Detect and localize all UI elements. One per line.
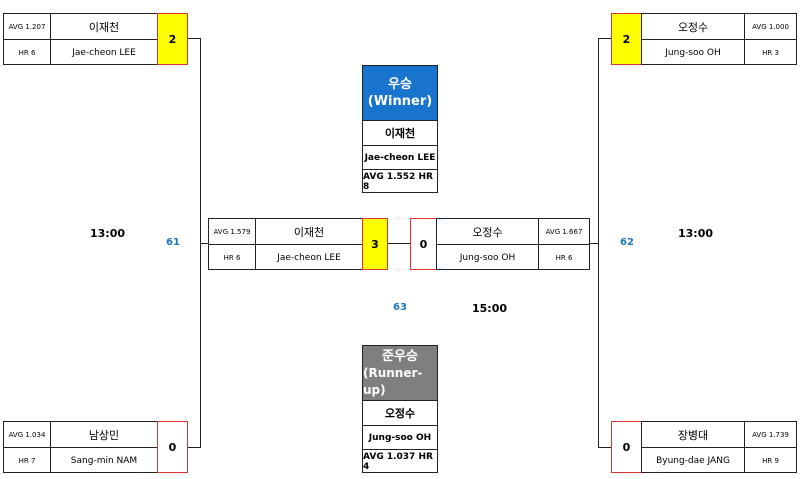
score-box-oh-final: 0	[410, 218, 437, 270]
winner-stats: AVG 1.552 HR 8	[363, 169, 437, 193]
player-name-kr: 이재천	[51, 14, 157, 40]
player-box-oh-final: 오정수 Jung-soo OH AVG 1.667 HR 6	[436, 218, 590, 270]
player-box-oh-semifinal: 오정수 Jung-soo OH AVG 1.000 HR 3	[641, 13, 797, 65]
player-name-en: Jung-soo OH	[437, 245, 539, 270]
player-name-kr: 오정수	[642, 14, 745, 40]
player-name-kr: 오정수	[437, 219, 539, 245]
winner-name-kr: 이재천	[363, 120, 437, 145]
player-name-en: Sang-min NAM	[70, 455, 138, 466]
player-name-en: Jae-cheon LEE	[72, 47, 136, 58]
player-box-jang-semifinal: 장병대 Byung-dae JANG AVG 1.739 HR 9	[641, 421, 797, 473]
avg-value: AVG 1.579	[209, 219, 256, 245]
match-time-right: 13:00	[678, 227, 714, 240]
avg-value: AVG 1.207	[4, 14, 51, 40]
runner-up-header: 준우승 (Runner-up)	[363, 346, 437, 400]
winner-name-en: Jae-cheon LEE	[363, 145, 437, 169]
hr-value: HR 6	[555, 253, 573, 262]
avg-value: AVG 1.739	[745, 422, 796, 448]
winner-title-en: (Winner)	[367, 94, 433, 109]
winner-header: 우승 (Winner)	[363, 66, 437, 120]
player-box-lee-semifinal: AVG 1.207 HR 6 이재천 Jae-cheon LEE	[3, 13, 158, 65]
hr-value: HR 6	[209, 245, 256, 270]
score-box-nam-semifinal: 0	[157, 421, 188, 473]
runner-up-stats: AVG 1.037 HR 4	[363, 449, 437, 473]
player-box-lee-final: AVG 1.579 HR 6 이재천 Jae-cheon LEE	[208, 218, 363, 270]
score-box-jang-semifinal: 0	[611, 421, 642, 473]
runner-up-box: 준우승 (Runner-up) 오정수 Jung-soo OH AVG 1.03…	[362, 345, 438, 473]
runner-up-name-kr: 오정수	[363, 400, 437, 425]
player-name-kr: 장병대	[642, 422, 745, 448]
avg-value: AVG 1.034	[4, 422, 51, 448]
runner-up-title-kr: 준우승	[382, 348, 418, 364]
runner-up-title-en: (Runner-up)	[363, 365, 423, 397]
bracket-line-right-top	[598, 38, 611, 39]
bracket-line-left-to-final	[200, 243, 208, 244]
bracket-line-right-bottom	[598, 447, 611, 448]
hr-value: HR 6	[4, 40, 51, 65]
winner-title-kr: 우승	[388, 77, 412, 92]
score-box-oh-semifinal: 2	[611, 13, 642, 65]
hr-value: HR 7	[4, 448, 51, 473]
player-name-en: Byung-dae JANG	[642, 448, 745, 473]
player-box-nam-semifinal: AVG 1.034 HR 7 남상민 Sang-min NAM	[3, 421, 158, 473]
match-time-final: 15:00	[472, 302, 508, 315]
avg-value: AVG 1.667	[539, 219, 589, 245]
bracket-line-left-top	[188, 38, 201, 39]
game-number-final: 63	[393, 302, 407, 313]
runner-up-name-en: Jung-soo OH	[363, 425, 437, 449]
hr-value: HR 9	[762, 456, 779, 465]
bracket-line-final	[388, 243, 410, 244]
game-number-right: 62	[620, 237, 634, 248]
match-time-left: 13:00	[90, 227, 126, 240]
player-name-kr: 이재천	[256, 219, 362, 245]
player-name-kr: 남상민	[51, 422, 157, 448]
score-box-lee-final: 3	[362, 218, 388, 270]
winner-box: 우승 (Winner) 이재천 Jae-cheon LEE AVG 1.552 …	[362, 65, 438, 193]
player-name-en: Jae-cheon LEE	[277, 252, 341, 263]
hr-value: HR 3	[762, 48, 779, 57]
avg-value: AVG 1.000	[745, 14, 796, 40]
player-name-en: Jung-soo OH	[642, 40, 745, 65]
bracket-line-right-to-final	[590, 243, 599, 244]
score-box-lee-semifinal: 2	[157, 13, 188, 65]
bracket-line-left-bottom	[188, 447, 201, 448]
game-number-left: 61	[166, 237, 180, 248]
